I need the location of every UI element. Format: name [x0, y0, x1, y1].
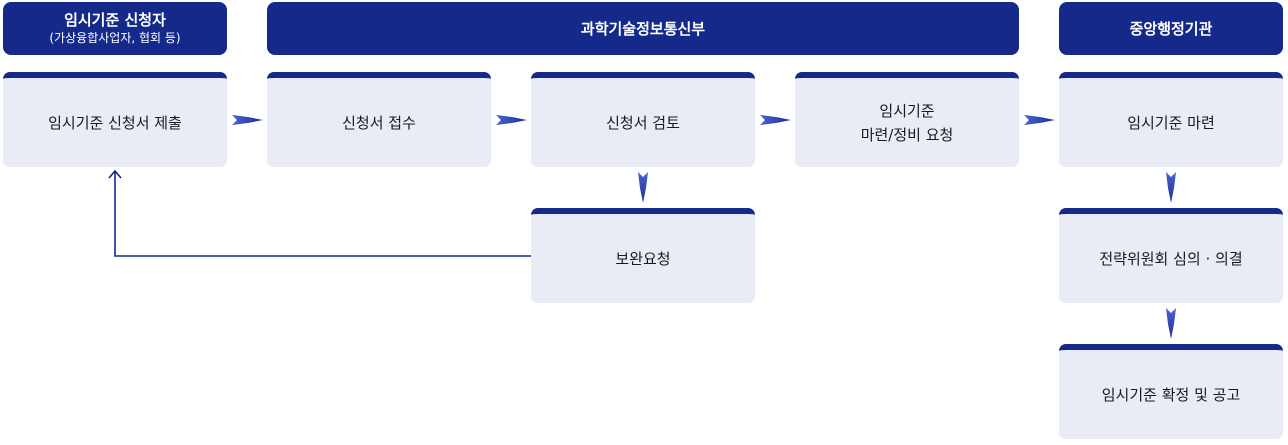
step-request-preparation-line2: 마련/정비 요청: [860, 125, 954, 144]
header-applicant-title: 임시기준 신청자: [64, 11, 166, 29]
step-request-preparation-line1: 임시기준: [879, 101, 935, 120]
arrow-right-icon: [1024, 115, 1055, 125]
step-finalize-announce-label: 임시기준 확정 및 공고: [1101, 385, 1241, 404]
step-finalize-announce: 임시기준 확정 및 공고: [1059, 344, 1283, 439]
step-review-application: 신청서 검토: [531, 72, 755, 167]
step-supplement-request: 보완요청: [531, 208, 755, 303]
arrow-right-icon: [760, 115, 791, 125]
feedback-line: [114, 172, 531, 257]
step-receive-application: 신청서 접수: [267, 72, 491, 167]
arrow-up-icon: [108, 169, 122, 179]
step-submit-application-label: 임시기준 신청서 제출: [48, 113, 182, 132]
arrow-down-icon: [638, 172, 648, 203]
arrow-right-icon: [496, 115, 527, 125]
step-request-preparation: 임시기준 마련/정비 요청: [795, 72, 1019, 167]
header-agency: 중앙행정기관: [1059, 2, 1283, 55]
header-applicant: 임시기준 신청자 (가상융합사업자, 협회 등): [3, 2, 227, 55]
step-submit-application: 임시기준 신청서 제출: [3, 72, 227, 167]
step-supplement-request-label: 보완요청: [615, 249, 671, 268]
header-ministry-title: 과학기술정보통신부: [580, 19, 706, 38]
step-committee-review-label: 전략위원회 심의 · 의결: [1099, 249, 1243, 268]
step-prepare-standard-label: 임시기준 마련: [1127, 113, 1215, 132]
arrow-down-icon: [1166, 172, 1176, 203]
step-receive-application-label: 신청서 접수: [342, 113, 416, 132]
step-committee-review: 전략위원회 심의 · 의결: [1059, 208, 1283, 303]
arrow-down-icon: [1166, 308, 1176, 339]
header-ministry: 과학기술정보통신부: [267, 2, 1019, 55]
step-review-application-label: 신청서 검토: [606, 113, 680, 132]
arrow-right-icon: [232, 115, 263, 125]
step-prepare-standard: 임시기준 마련: [1059, 72, 1283, 167]
header-applicant-subtitle: (가상융합사업자, 협회 등): [49, 31, 181, 45]
header-agency-title: 중앙행정기관: [1129, 19, 1213, 38]
